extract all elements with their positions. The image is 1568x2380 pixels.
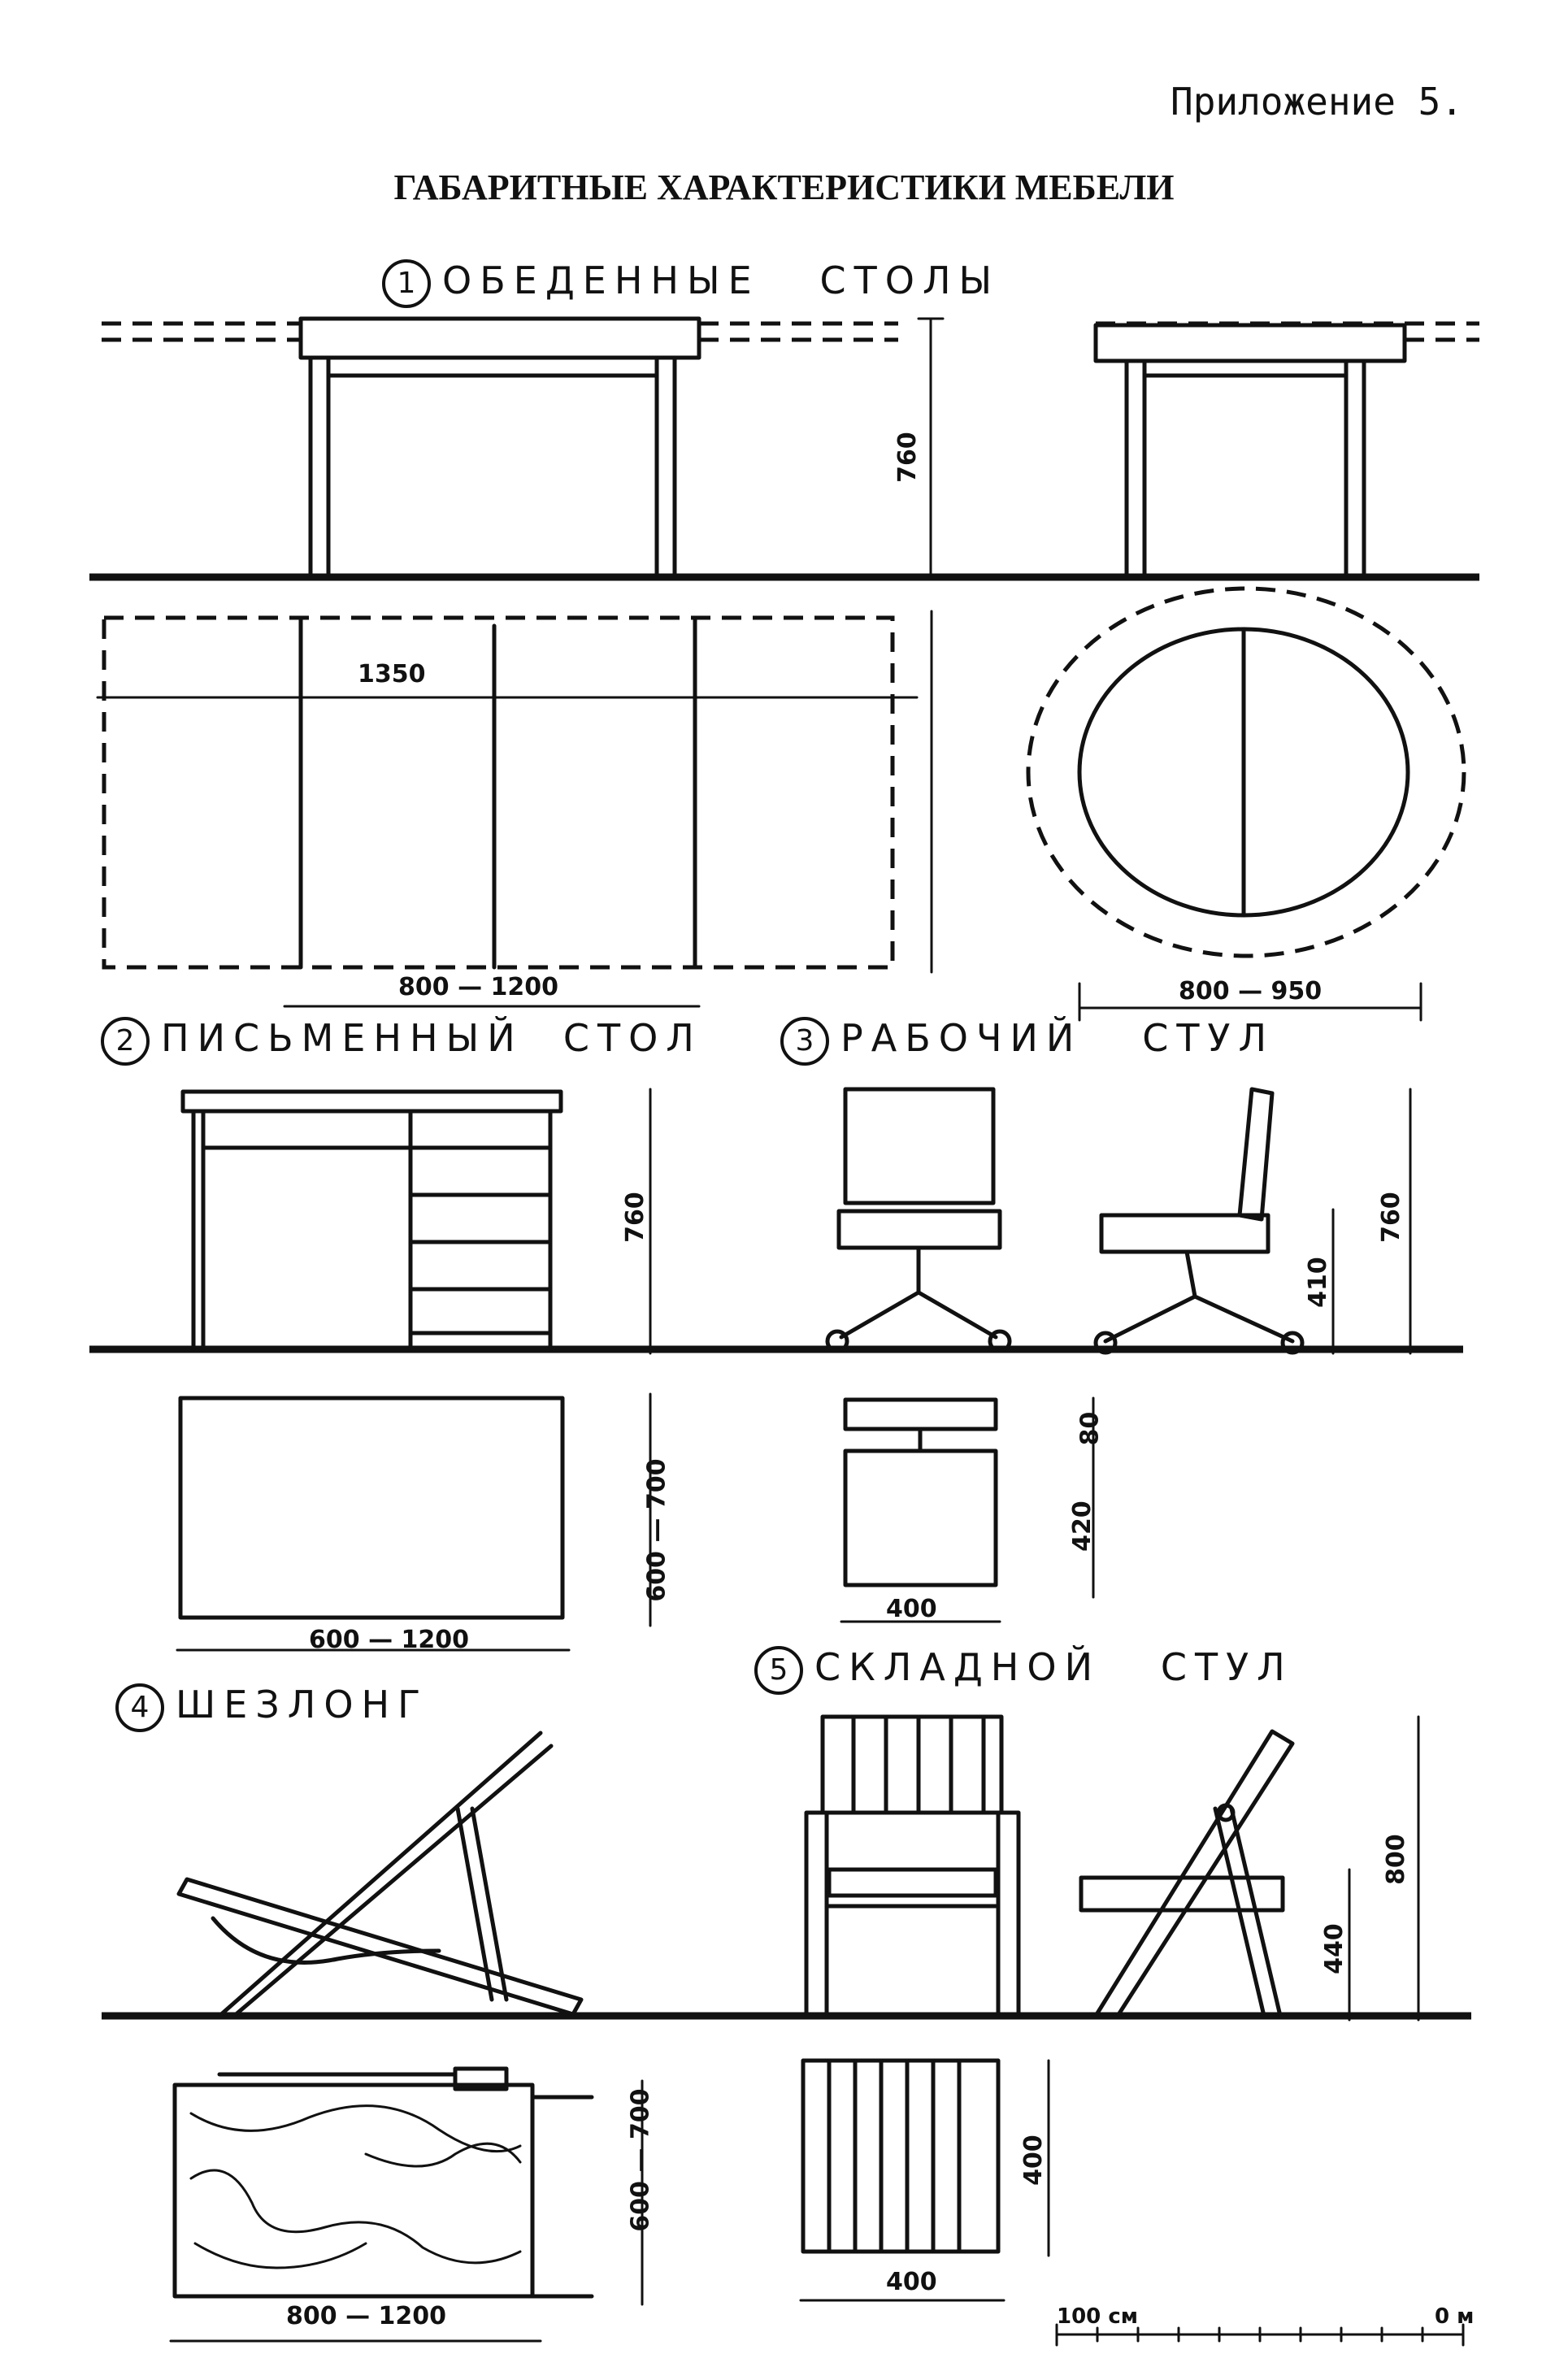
dining-table-front-view (102, 316, 898, 580)
desk-front-view (180, 1088, 652, 1355)
scale-left-label: 100 см (1057, 2304, 1138, 2329)
work-chair-side-view (1093, 1087, 1412, 1355)
section-number: 1 (382, 258, 431, 308)
dim-line-dining-height (917, 317, 945, 579)
section-label: ШЕЗЛОНГ (176, 1683, 429, 1726)
dining-table-side-view (1093, 321, 1479, 580)
section-number: 3 (780, 1016, 829, 1066)
scale-right-label: 0 м (1435, 2304, 1475, 2329)
lounger-plan (169, 2066, 644, 2343)
appendix-label: Приложение 5. (1171, 80, 1464, 124)
folding-chair-plan (799, 2058, 1050, 2302)
dim-dining-length: 800 — 1200 (398, 973, 559, 1001)
section-number: 2 (101, 1016, 150, 1066)
dim-chair-width: 400 (886, 1595, 937, 1623)
section-label: ОБЕДЕННЫЕ СТОЛЫ (442, 258, 1001, 302)
section-label: РАБОЧИЙ СТУЛ (840, 1016, 1275, 1060)
round-table-plan (1026, 586, 1466, 1022)
section-number: 5 (754, 1645, 803, 1695)
dining-table-plan (96, 610, 933, 1008)
dim-dining-extended-length: 1350 (358, 660, 426, 688)
lounger-side-view (176, 1731, 584, 2018)
work-chair-front-view (825, 1087, 1012, 1353)
document-title: ГАБАРИТНЫЕ ХАРАКТЕРИСТИКИ МЕБЕЛИ (393, 167, 1175, 207)
section-heading-lounger: 4 ШЕЗЛОНГ (115, 1683, 428, 1732)
folding-chair-side-view (1079, 1715, 1420, 2022)
dim-round-diameter: 800 — 950 (1179, 977, 1323, 1005)
section-label: ПИСЬМЕННЫЙ СТОЛ (161, 1016, 702, 1060)
section-number: 4 (115, 1683, 164, 1732)
desk-plan (176, 1392, 652, 1652)
work-chair-plan (840, 1396, 1095, 1623)
folding-chair-front-view (804, 1714, 1021, 2018)
dim-lounger-length: 800 — 1200 (286, 2302, 447, 2330)
dim-folding-width: 400 (886, 2268, 937, 2296)
scale-bar (1055, 2323, 1465, 2347)
section-label: СКЛАДНОЙ СТУЛ (814, 1645, 1293, 1689)
